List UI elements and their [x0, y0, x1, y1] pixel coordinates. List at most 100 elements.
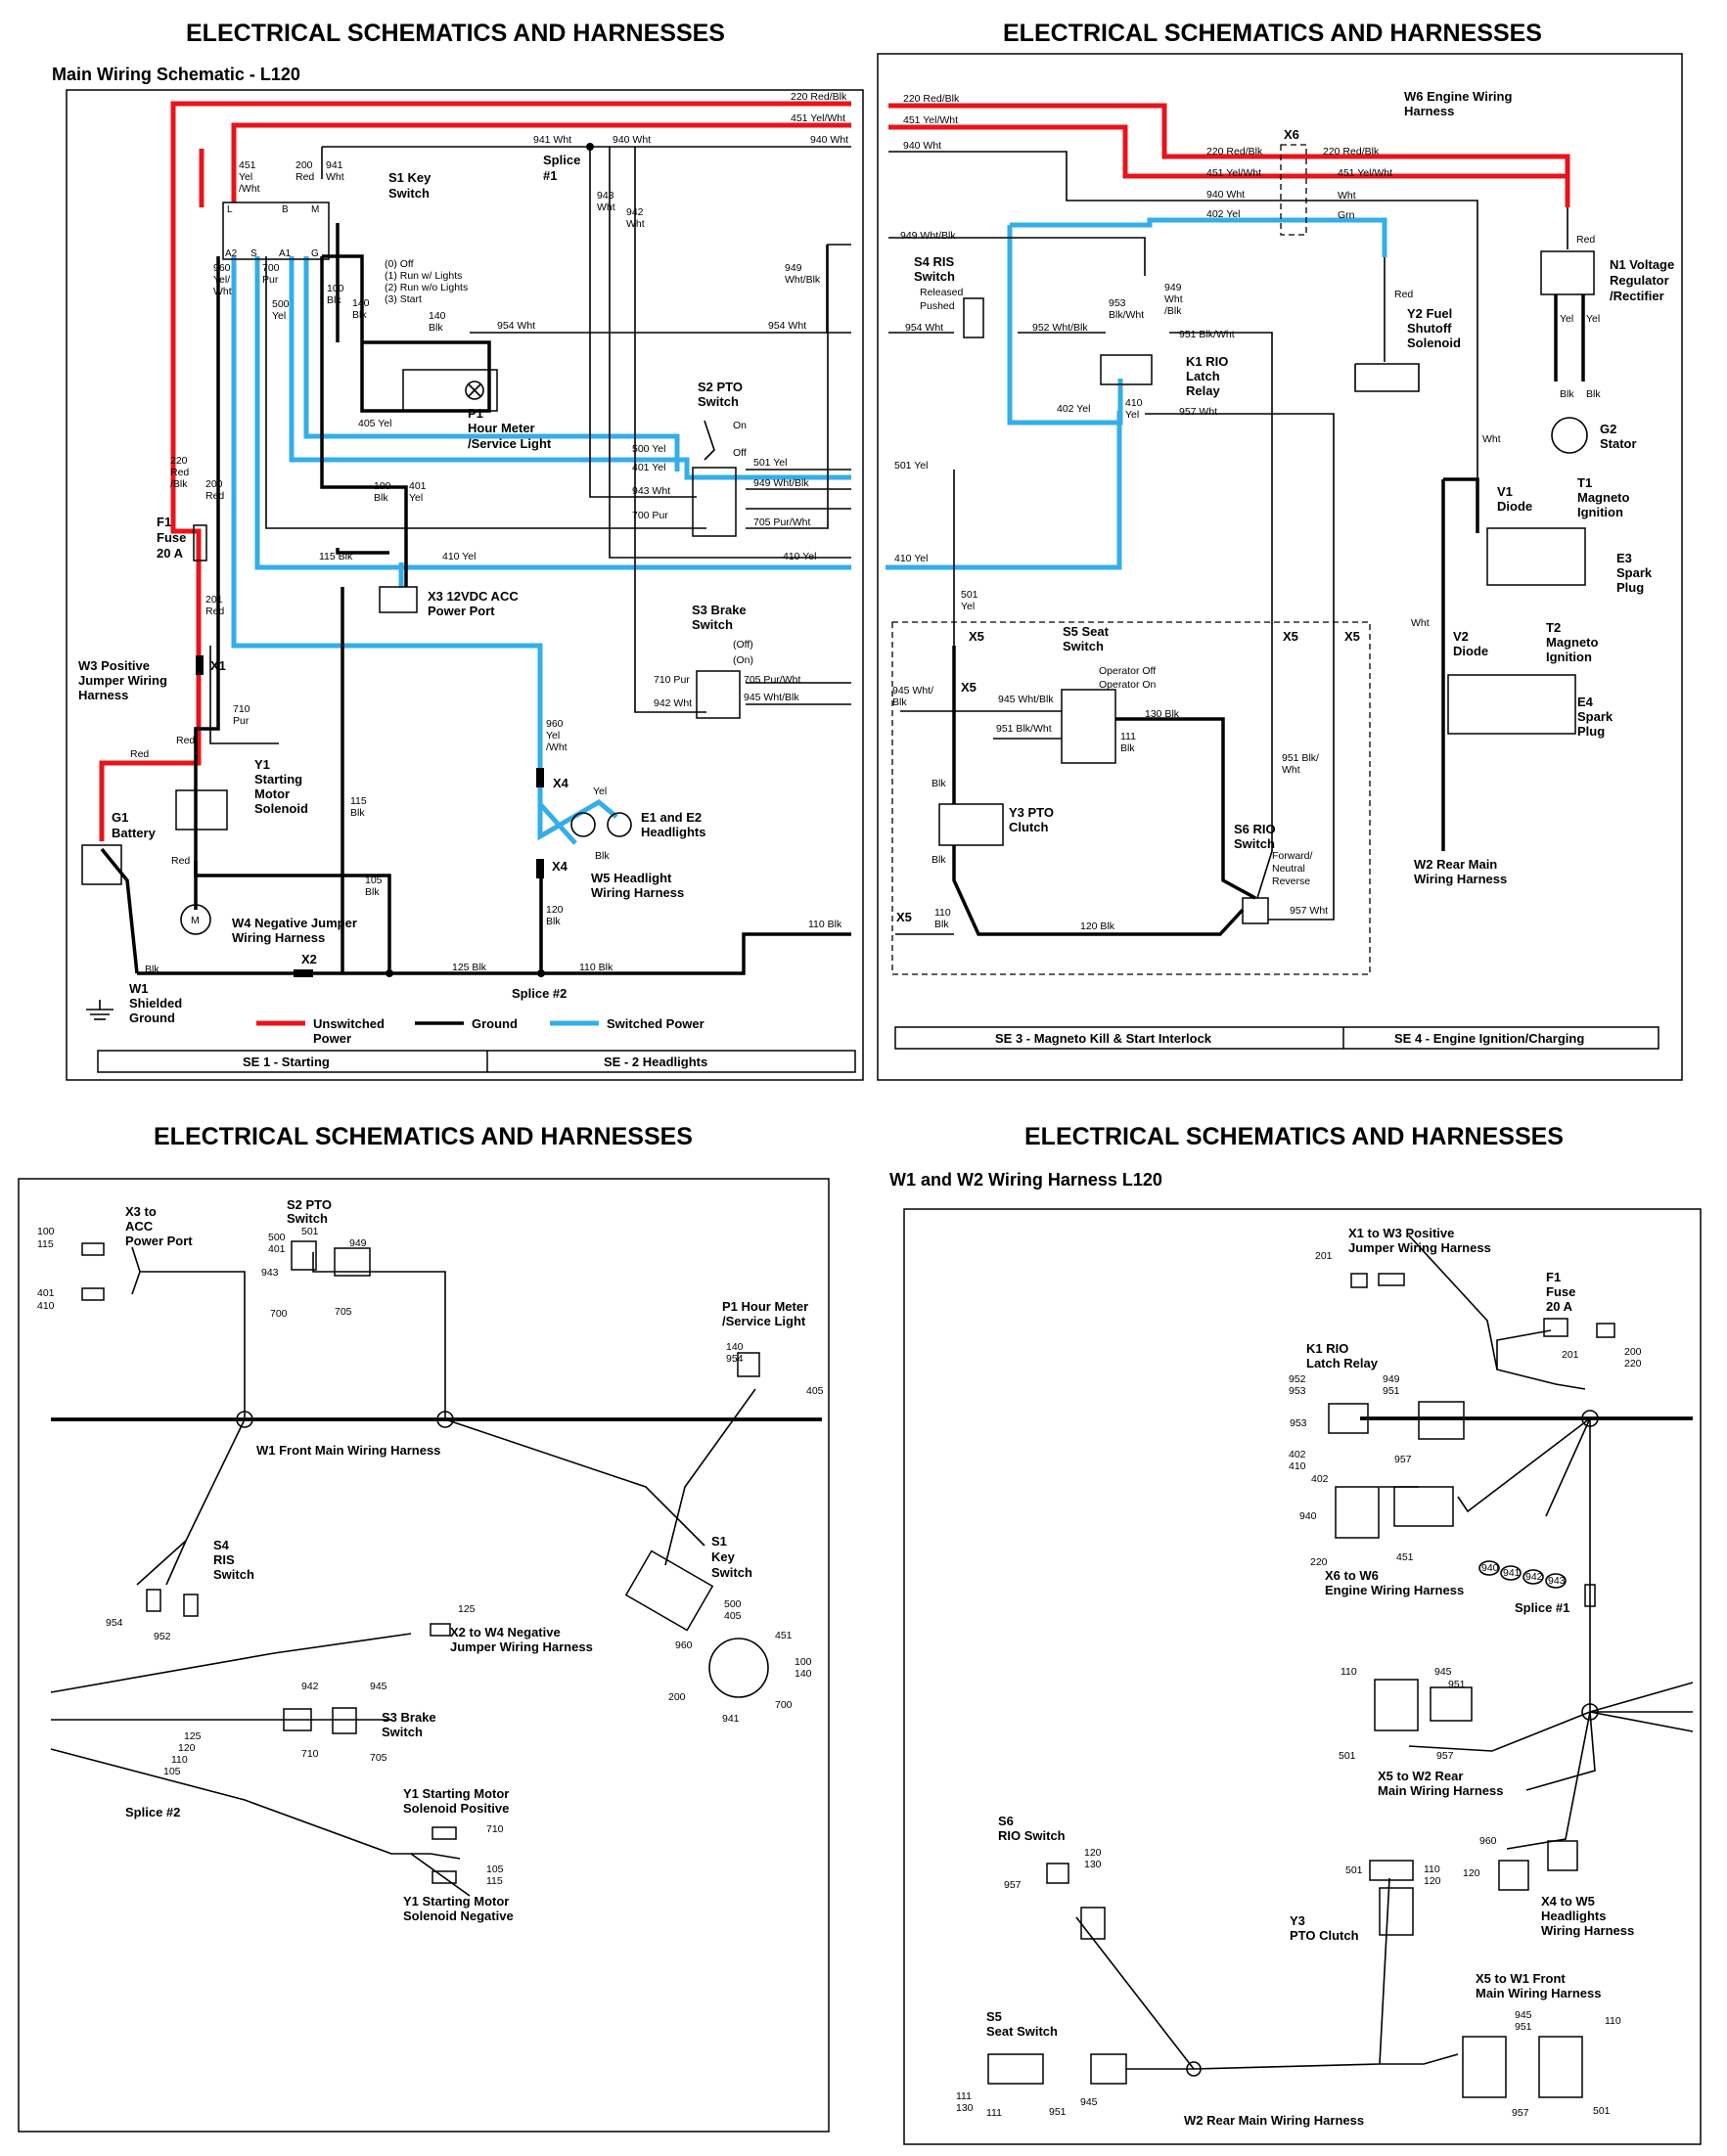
svg-text:125 Blk: 125 Blk: [452, 962, 487, 973]
svg-text:W3 Positive: W3 Positive: [78, 658, 150, 673]
harness-w1-front: [50, 1240, 822, 1897]
svg-text:Wht: Wht: [1282, 764, 1300, 776]
svg-text:140: 140: [795, 1668, 812, 1680]
svg-text:/Wht: /Wht: [239, 183, 260, 195]
svg-text:940 Wht: 940 Wht: [810, 134, 848, 146]
svg-text:957: 957: [1436, 1750, 1454, 1762]
svg-text:Grn: Grn: [1338, 209, 1355, 221]
svg-text:942 Wht: 942 Wht: [654, 697, 692, 709]
svg-text:960: 960: [675, 1639, 693, 1651]
svg-text:W5 Headlight: W5 Headlight: [591, 871, 672, 885]
svg-text:Wiring Harness: Wiring Harness: [1541, 1923, 1634, 1938]
svg-text:X6 to W6: X6 to W6: [1325, 1568, 1379, 1583]
svg-text:Ignition: Ignition: [1577, 505, 1623, 519]
ris-switch-s4: [963, 297, 984, 338]
svg-text:Blk: Blk: [892, 696, 907, 708]
svg-text:/Service Light: /Service Light: [468, 436, 552, 451]
y3-clutch-body: [1379, 1887, 1414, 1936]
svg-text:Blk: Blk: [145, 964, 159, 975]
svg-text:F1: F1: [1546, 1270, 1561, 1284]
subtitle-w1-w2: W1 and W2 Wiring Harness L120: [889, 1170, 1162, 1190]
svg-text:S4: S4: [213, 1538, 230, 1552]
svg-text:Red: Red: [205, 490, 224, 502]
svg-text:949 Wht/Blk: 949 Wht/Blk: [900, 230, 956, 242]
svg-text:115: 115: [37, 1238, 54, 1250]
svg-text:949: 949: [1383, 1373, 1400, 1385]
svg-text:451: 451: [775, 1630, 793, 1641]
svg-text:Blk: Blk: [546, 916, 561, 927]
svg-text:401: 401: [268, 1243, 286, 1255]
svg-text:945: 945: [1434, 1666, 1452, 1678]
svg-text:Yel: Yel: [593, 786, 607, 797]
svg-text:115 Blk: 115 Blk: [319, 551, 353, 562]
svg-text:Red: Red: [1576, 234, 1595, 246]
svg-text:G: G: [311, 248, 319, 259]
svg-text:Solenoid: Solenoid: [1407, 336, 1461, 350]
svg-text:410: 410: [1289, 1460, 1306, 1472]
s5-harness-plug: [1090, 2053, 1127, 2085]
svg-text:Blk: Blk: [327, 294, 341, 306]
svg-text:X4: X4: [553, 776, 569, 790]
svg-text:Power Port: Power Port: [125, 1234, 193, 1248]
svg-text:Stator: Stator: [1600, 436, 1637, 451]
svg-text:E4: E4: [1577, 695, 1594, 709]
svg-text:501 Yel: 501 Yel: [753, 457, 787, 469]
svg-text:V1: V1: [1497, 484, 1513, 499]
svg-text:(0) Off: (0) Off: [385, 258, 414, 270]
x5-w2-connector: [1374, 1679, 1419, 1731]
y1-positive-connector: [432, 1826, 457, 1840]
svg-text:115: 115: [350, 795, 367, 807]
svg-text:Yel: Yel: [239, 171, 252, 183]
svg-text:501: 501: [1593, 2105, 1611, 2117]
svg-text:Yel/: Yel/: [213, 274, 230, 286]
svg-text:105: 105: [365, 875, 383, 886]
svg-text:X1: X1: [210, 658, 226, 673]
svg-text:943: 943: [261, 1267, 279, 1279]
section-se1: SE 1 - Starting: [243, 1055, 330, 1069]
headlight-e1: [570, 812, 596, 837]
svg-text:957: 957: [1004, 1879, 1022, 1891]
svg-text:501: 501: [301, 1226, 319, 1237]
svg-text:Switch: Switch: [698, 394, 739, 409]
voltage-regulator-n1: [1540, 250, 1595, 295]
title-top-left: ELECTRICAL SCHEMATICS AND HARNESSES: [186, 20, 725, 47]
svg-text:Fuse: Fuse: [1546, 1284, 1575, 1299]
svg-text:Spark: Spark: [1577, 709, 1613, 724]
svg-text:Solenoid Negative: Solenoid Negative: [403, 1909, 514, 1923]
svg-text:451: 451: [239, 159, 256, 171]
svg-text:L: L: [227, 204, 233, 215]
tr-labels: 220 Red/Blk 451 Yel/Wht 940 Wht W6 Engin…: [892, 89, 1674, 1046]
legend-unswitched-2: Power: [313, 1031, 351, 1046]
fuse-f1: [193, 524, 207, 561]
svg-text:Switch: Switch: [287, 1211, 328, 1226]
svg-text:Red: Red: [205, 606, 224, 617]
svg-text:410: 410: [1125, 397, 1143, 409]
svg-text:Clutch: Clutch: [1009, 820, 1049, 834]
title-bottom-right: ELECTRICAL SCHEMATICS AND HARNESSES: [1024, 1123, 1564, 1150]
section-footer-tr: [894, 1026, 1659, 1050]
svg-text:120: 120: [546, 904, 564, 916]
svg-text:130 Blk: 130 Blk: [1145, 708, 1180, 720]
svg-text:945: 945: [370, 1681, 387, 1692]
svg-text:Jumper Wiring Harness: Jumper Wiring Harness: [450, 1639, 593, 1654]
svg-text:957: 957: [1512, 2107, 1529, 2119]
svg-text:Switch: Switch: [914, 269, 955, 284]
svg-text:710: 710: [486, 1823, 504, 1835]
svg-text:Diode: Diode: [1453, 644, 1488, 658]
svg-text:Shielded: Shielded: [129, 996, 182, 1011]
svg-text:949: 949: [349, 1237, 367, 1249]
svg-text:S: S: [250, 248, 257, 259]
svg-text:Y3: Y3: [1290, 1913, 1305, 1928]
magneto-t2: [1447, 674, 1576, 735]
svg-text:S6 RIO: S6 RIO: [1234, 822, 1276, 836]
svg-text:Power Port: Power Port: [428, 604, 495, 618]
svg-text:405: 405: [806, 1385, 824, 1397]
svg-text:Switch: Switch: [711, 1565, 752, 1580]
brake-switch-body: [332, 1707, 357, 1734]
svg-text:Switch: Switch: [1234, 836, 1275, 851]
svg-text:705 Pur/Wht: 705 Pur/Wht: [753, 517, 810, 528]
stator-g2: [1551, 417, 1588, 454]
svg-text:945 Wht/Blk: 945 Wht/Blk: [998, 694, 1054, 705]
svg-text:110 Blk: 110 Blk: [808, 919, 842, 930]
